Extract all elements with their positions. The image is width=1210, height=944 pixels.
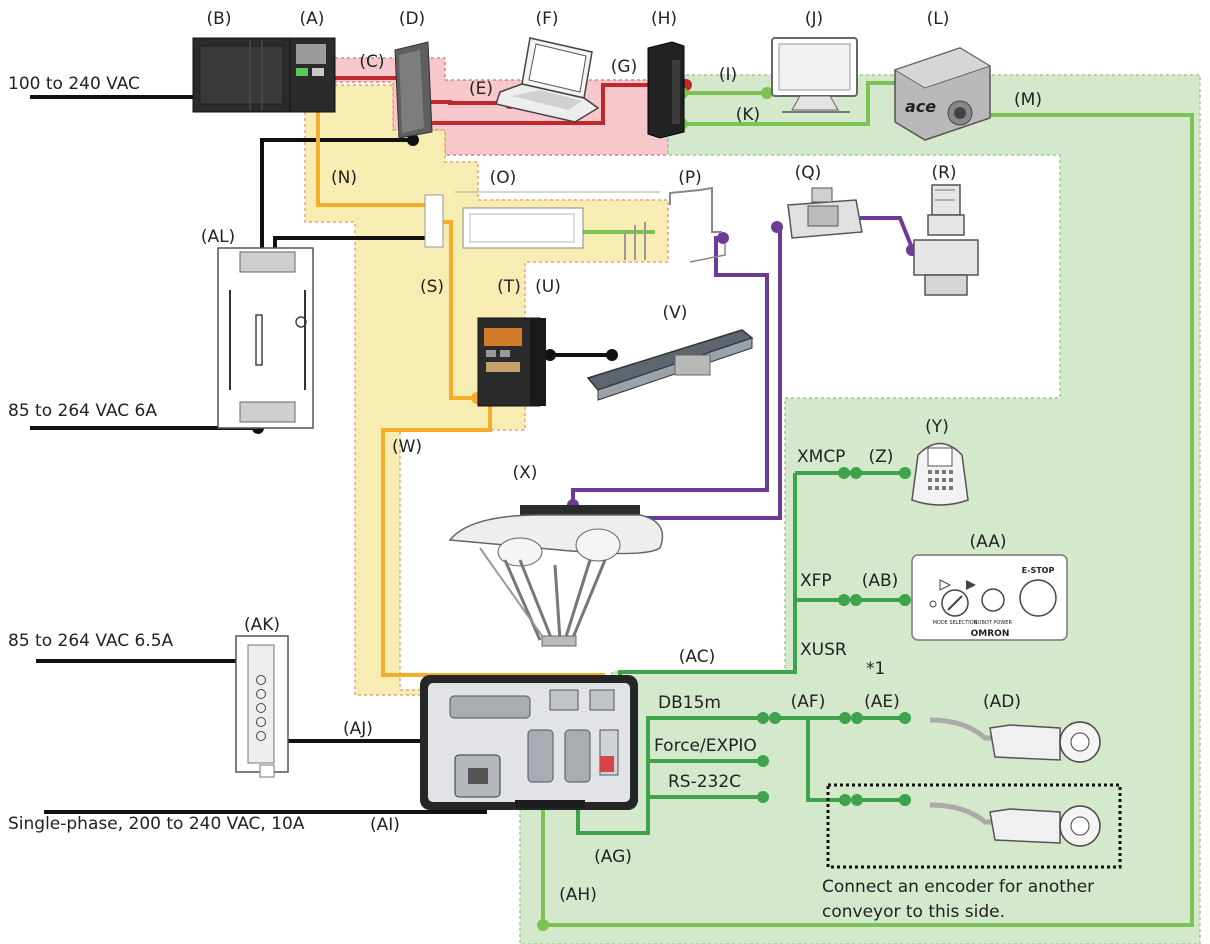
label-v: (V) (663, 303, 688, 323)
port-force-expio: Force/EXPIO (654, 736, 757, 756)
robot-power-label: ROBOT POWER (974, 620, 1012, 626)
label-h: (H) (651, 9, 677, 29)
label-r: (R) (931, 163, 956, 183)
power-supply-al (218, 248, 313, 428)
ps-ak-input-label: 85 to 264 VAC 6.5A (8, 631, 174, 651)
conveyor (588, 330, 752, 400)
teach-pendant (912, 444, 968, 506)
label-m: (M) (1014, 90, 1042, 110)
label-y: (Y) (925, 417, 949, 437)
label-q: (Q) (795, 163, 822, 183)
label-d: (D) (399, 9, 425, 29)
ethercat-coupler (395, 42, 432, 138)
label-aj: (AJ) (343, 719, 373, 739)
label-ag: (AG) (594, 847, 632, 867)
label-ac: (AC) (679, 647, 715, 667)
label-ah: (AH) (559, 885, 597, 905)
label-o: (O) (490, 168, 517, 188)
port-rs232c: RS-232C (668, 772, 741, 792)
label-z: (Z) (869, 447, 894, 467)
port-db15m: DB15m (658, 693, 721, 713)
xusr-note: *1 (866, 659, 885, 679)
label-l: (L) (927, 9, 950, 29)
camera-brand: ace (905, 97, 936, 116)
label-f: (F) (535, 9, 558, 29)
label-aa: (AA) (970, 532, 1007, 552)
panel-brand: OMRON (971, 629, 1010, 639)
label-s: (S) (420, 277, 444, 297)
label-al: (AL) (201, 227, 235, 247)
label-ad: (AD) (983, 692, 1021, 712)
port-xfp: XFP (800, 571, 832, 591)
label-x: (X) (513, 463, 538, 483)
plc-rack (193, 38, 290, 112)
power-supply-ak (236, 636, 288, 777)
label-ae: (AE) (864, 692, 900, 712)
robot-controller (420, 675, 638, 810)
ps-al-input-label: 85 to 264 VAC 6A (8, 401, 157, 421)
port-xmcp: XMCP (797, 447, 845, 467)
main-ac-label: 100 to 240 VAC (8, 74, 140, 94)
label-ai: (AI) (370, 815, 400, 835)
label-g: (G) (611, 57, 637, 77)
mode-selection-label: MODE SELECTION (933, 620, 978, 626)
plc-cpu (290, 38, 335, 112)
label-b: (B) (207, 9, 232, 29)
ethernet-switch (648, 42, 684, 138)
label-ak: (AK) (244, 615, 280, 635)
encoder-note-line1: Connect an encoder for another (822, 877, 1094, 897)
estop-label: E-STOP (1022, 566, 1055, 575)
label-k: (K) (736, 105, 760, 125)
label-a: (A) (300, 9, 325, 29)
label-c: (C) (359, 52, 384, 72)
port-xusr: XUSR (800, 640, 847, 660)
label-w: (W) (392, 437, 422, 457)
front-panel: E-STOP MODE SELECTION ROBOT POWER OMRON (912, 555, 1067, 640)
label-t: (T) (497, 277, 521, 297)
controller-input-label: Single-phase, 200 to 240 VAC, 10A (8, 814, 305, 834)
label-u: (U) (535, 277, 561, 297)
label-n: (N) (331, 168, 357, 188)
label-e: (E) (469, 79, 493, 99)
label-i: (I) (719, 65, 737, 85)
label-j: (J) (805, 9, 823, 29)
label-p: (P) (678, 168, 702, 188)
motor-amplifier (788, 188, 862, 238)
servo-motor (914, 185, 978, 295)
label-af: (AF) (791, 692, 826, 712)
inverter (478, 318, 546, 406)
encoder-note-line2: conveyor to this side. (822, 902, 1005, 922)
delta-robot (450, 505, 663, 646)
label-ab: (AB) (862, 571, 899, 591)
